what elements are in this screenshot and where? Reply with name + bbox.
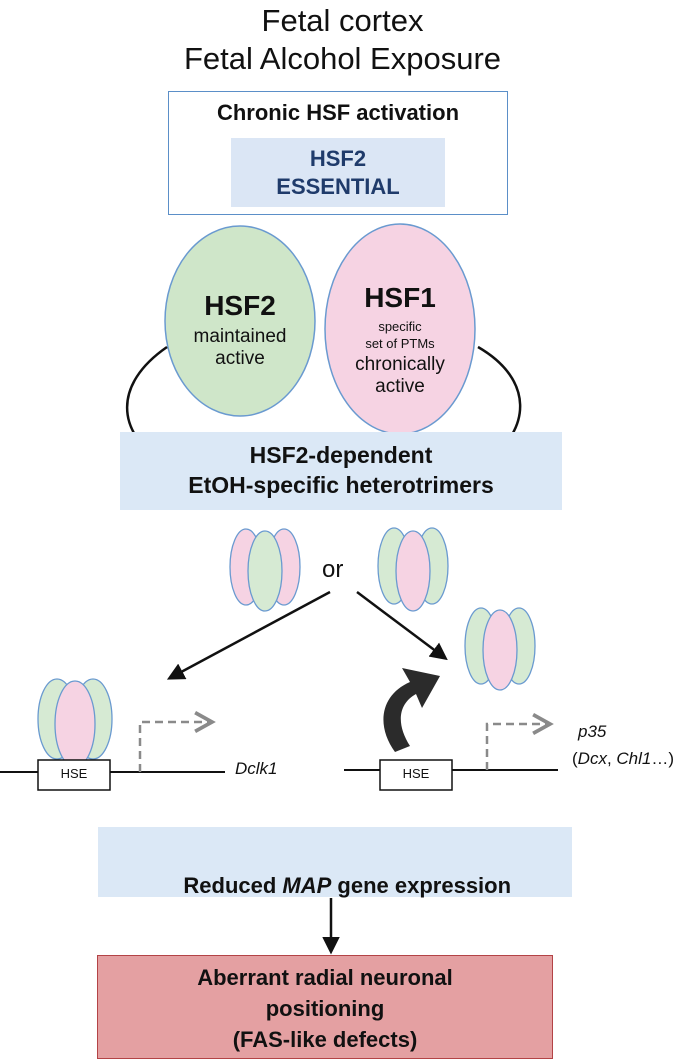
hse-label-right: HSE — [402, 766, 430, 781]
promoter-arrow-right — [485, 724, 550, 770]
others-close: …) — [651, 749, 675, 768]
reduced-expression-text: Reduced MAP gene expression — [98, 847, 572, 925]
reduced-expression-box: Reduced MAP gene expression — [98, 827, 572, 898]
arrow-to-left-gene — [166, 590, 331, 680]
or-label: or — [322, 556, 344, 583]
gene-chl1: Chl1 — [616, 749, 652, 768]
aberrant-line-1: Aberrant radial neuronal — [197, 965, 453, 990]
hsf1-line-3: chronically — [355, 354, 445, 375]
title-line-2: Fetal Alcohol Exposure — [183, 41, 502, 76]
aberrant-line-3: (FAS-like defects) — [232, 1027, 418, 1052]
reduced-pre: Reduced — [183, 873, 283, 898]
chronic-activation-box: Chronic HSF activation HSF2 ESSENTIAL — [168, 91, 508, 215]
hsf2-essential-box: HSF2 ESSENTIAL — [231, 138, 445, 207]
others-comma: , — [606, 749, 617, 768]
hsf1-oval-text: HSF1 specific set of PTMs chronically ac… — [325, 282, 475, 398]
hsf2-oval-text: HSF2 maintained active — [165, 290, 315, 370]
hsf1-name: HSF1 — [364, 282, 436, 313]
chronic-activation-label: Chronic HSF activation — [216, 100, 460, 125]
hse-label-left: HSE — [60, 766, 88, 781]
hsf1-line-4: active — [375, 376, 425, 397]
others-open: ( — [572, 749, 578, 768]
hse-box-left — [37, 759, 111, 791]
page-title: Fetal cortex Fetal Alcohol Exposure — [0, 2, 685, 78]
heterotrimers-box: HSF2-dependent EtOH-specific heterotrime… — [120, 432, 562, 510]
trimer-green-center — [229, 528, 301, 612]
gene-label-dclk1: Dclk1 — [235, 759, 278, 778]
title-line-1: Fetal cortex — [261, 3, 424, 38]
heterotrimers-line-1: HSF2-dependent — [249, 442, 433, 468]
aberrant-positioning-text: Aberrant radial neuronal positioning (FA… — [98, 962, 552, 1055]
hsf2-line-1: maintained — [193, 326, 287, 347]
trimer-bound-left — [37, 678, 113, 768]
heterotrimers-text: HSF2-dependent EtOH-specific heterotrime… — [120, 440, 562, 500]
promoter-arrow-left — [138, 722, 212, 772]
trimer-pink-center-top — [377, 527, 449, 612]
gene-label-p35: p35 — [578, 722, 607, 741]
essential-line-1: HSF2 — [309, 146, 367, 171]
heterotrimers-line-2: EtOH-specific heterotrimers — [188, 472, 494, 498]
hsf2-oval — [164, 225, 316, 417]
gene-dcx: Dcx — [577, 749, 607, 768]
aberrant-line-2: positioning — [265, 996, 385, 1021]
hsf2-name: HSF2 — [204, 290, 276, 321]
hsf1-line-1: specific — [378, 319, 422, 334]
essential-line-2: ESSENTIAL — [276, 174, 400, 199]
reduced-post: gene expression — [331, 873, 512, 898]
aberrant-positioning-box: Aberrant radial neuronal positioning (FA… — [97, 955, 553, 1059]
gene-label-others: (Dcx, Chl1…) — [572, 749, 674, 769]
hsf2-line-2: active — [215, 348, 265, 369]
hsf2-essential-text: HSF2 ESSENTIAL — [231, 145, 445, 201]
release-arrow — [383, 668, 440, 752]
hsf1-line-2: set of PTMs — [365, 336, 435, 351]
reduced-map: MAP — [282, 873, 332, 898]
arrow-to-right-trimer — [356, 591, 448, 661]
hse-box-right — [379, 759, 453, 791]
trimer-released — [464, 607, 536, 691]
